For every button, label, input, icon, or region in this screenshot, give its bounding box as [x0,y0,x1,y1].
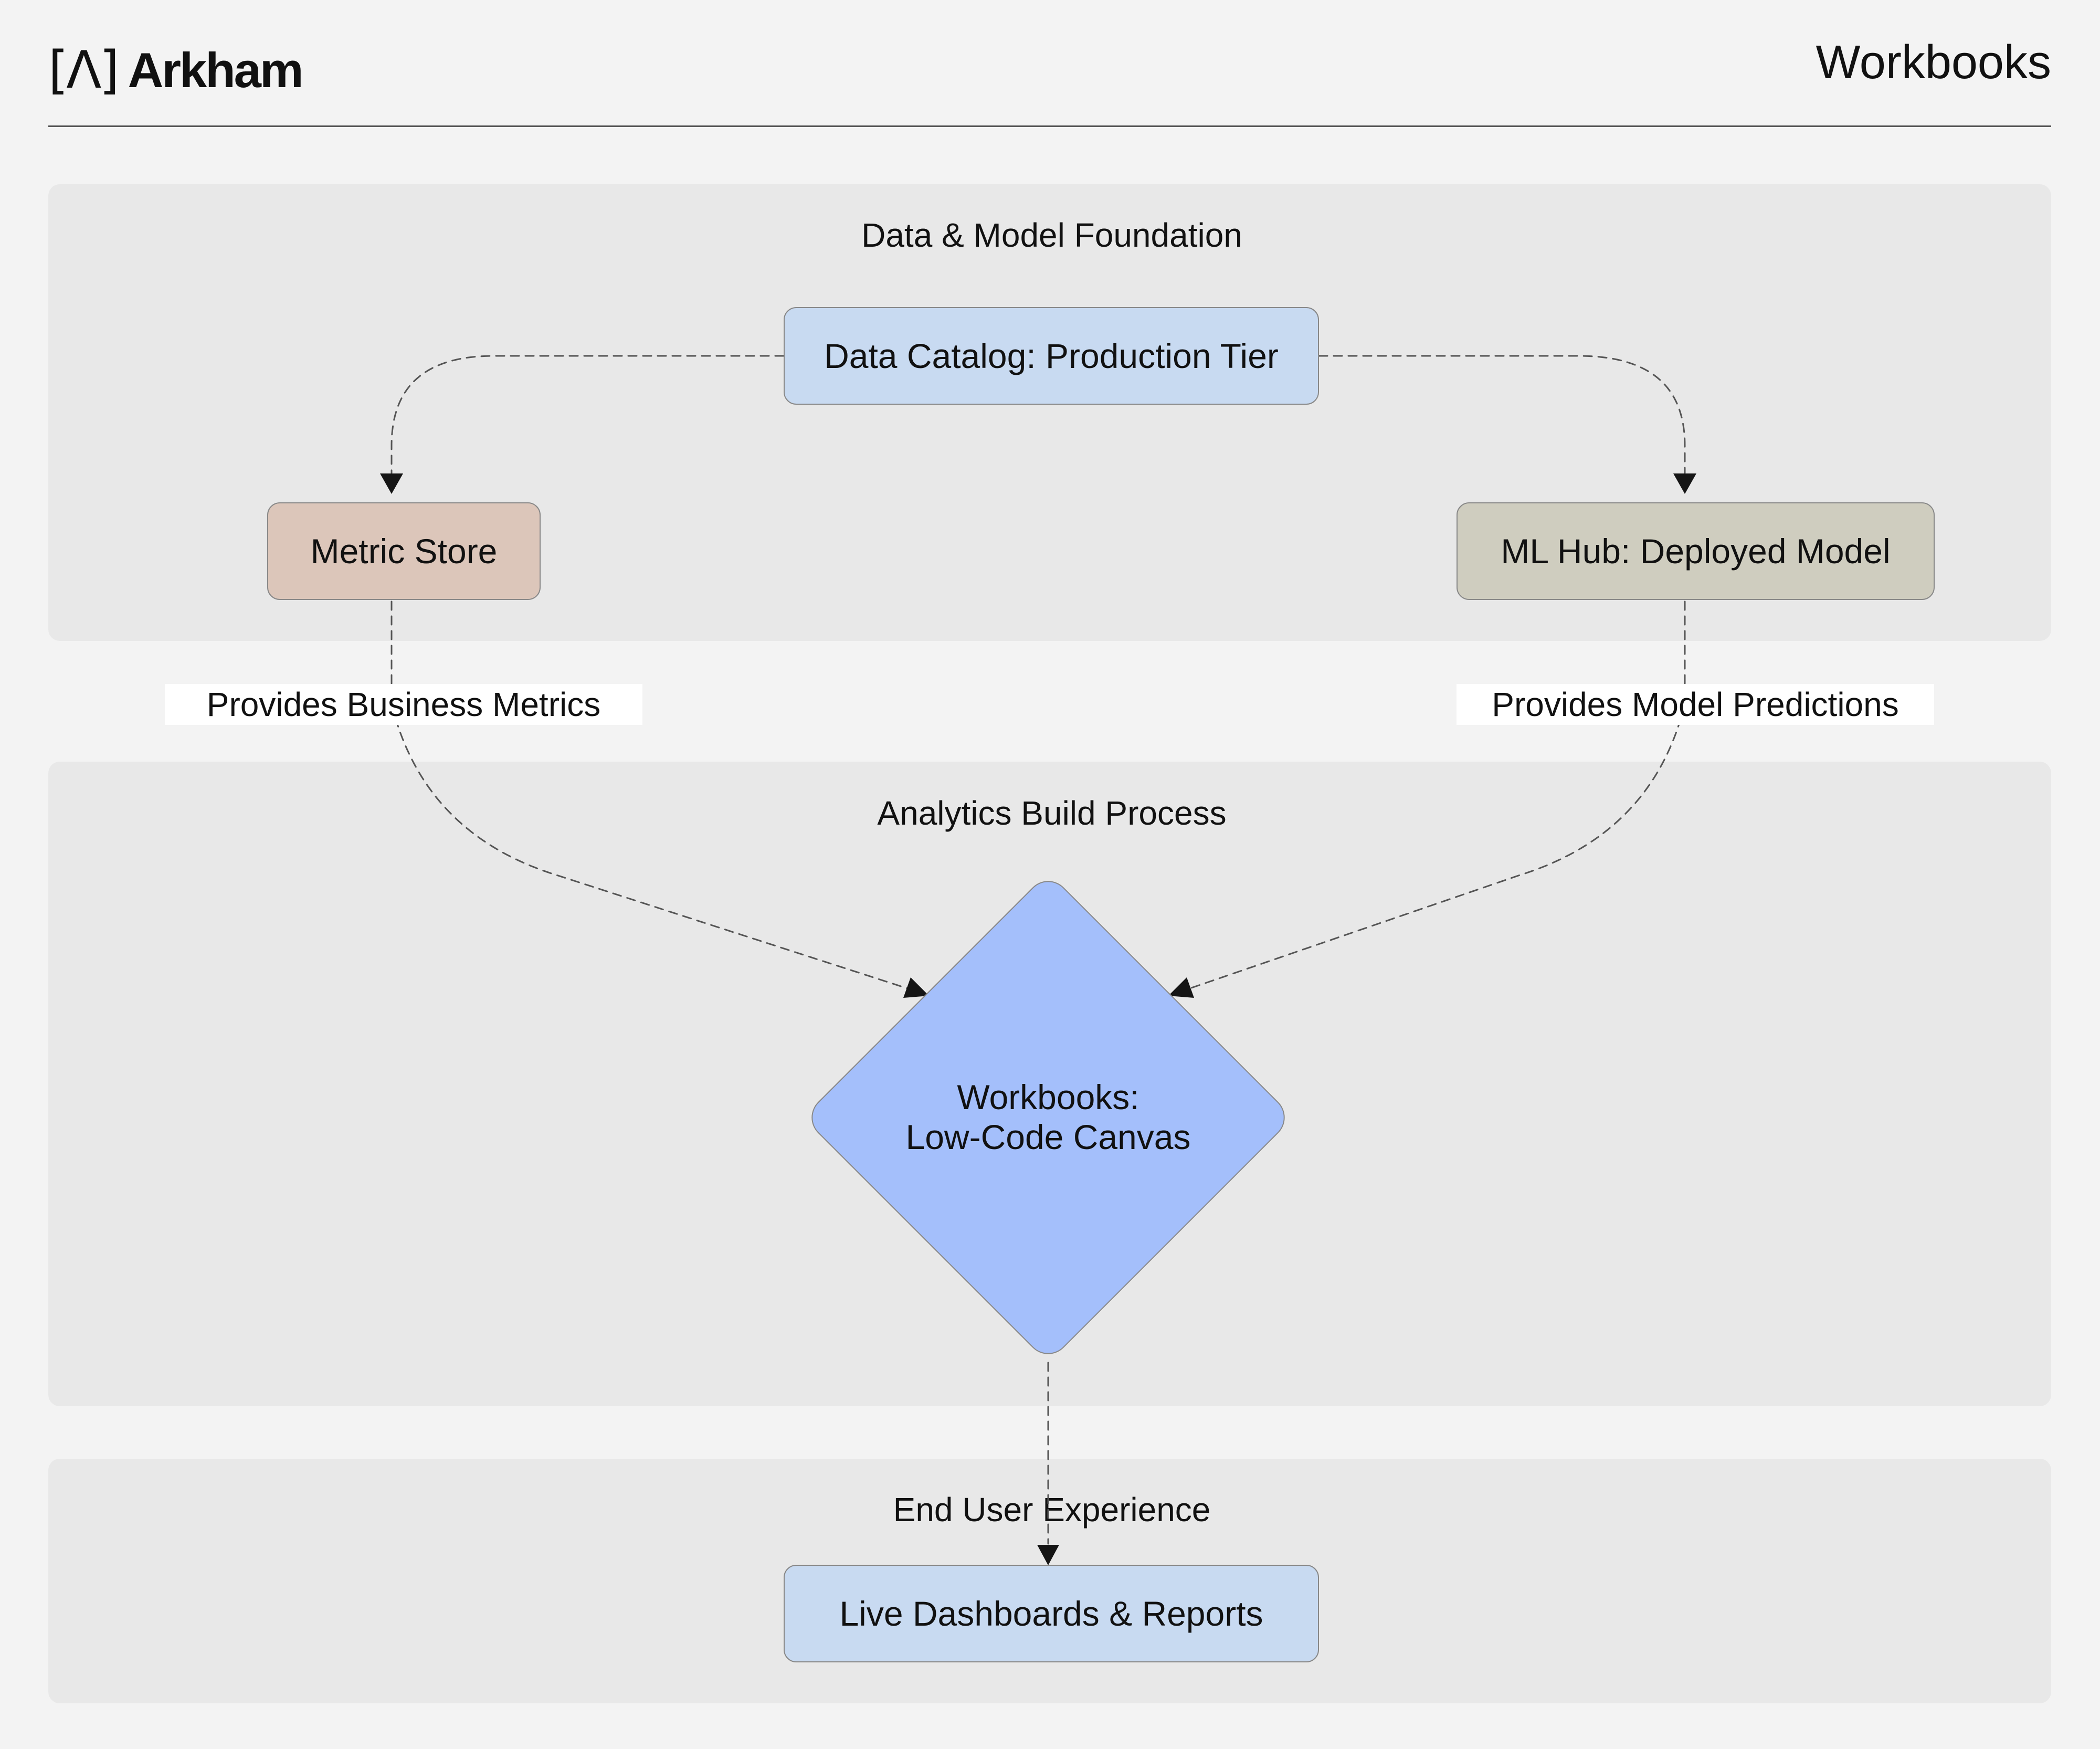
edge-metric-store-to-workbooks [391,600,910,990]
lambda-logo-icon: [Λ] [48,40,120,100]
header-divider [48,125,2051,127]
edge-catalog-to-metric-store [391,355,785,474]
edge-label-business-metrics: Provides Business Metrics [165,684,642,725]
node-live-dashboards[interactable]: Live Dashboards & Reports [784,1565,1319,1662]
arrowhead-to-metric-store [380,473,403,494]
workbooks-label-line-1: Workbooks: [957,1078,1139,1117]
diagram-canvas: Data & Model Foundation Analytics Build … [48,184,2051,1704]
stage-title-data-model-foundation: Data & Model Foundation [861,216,1242,254]
arrowhead-to-ml-hub [1673,473,1696,494]
node-metric-store[interactable]: Metric Store [267,502,541,600]
edge-label-model-predictions: Provides Model Predictions [1457,684,1934,725]
logo: [Λ] Arkham [48,34,304,107]
node-workbooks-canvas[interactable]: Workbooks: Low-Code Canvas [802,871,1294,1364]
page-title: Workbooks [1816,36,2051,89]
arrowhead-metric-to-workbooks [903,977,929,998]
node-ml-hub[interactable]: ML Hub: Deployed Model [1457,502,1935,600]
stage-title-analytics-build-process: Analytics Build Process [877,794,1227,832]
node-data-catalog[interactable]: Data Catalog: Production Tier [784,307,1319,405]
workbooks-label: Workbooks: Low-Code Canvas [880,1078,1216,1157]
workbooks-label-line-2: Low-Code Canvas [905,1118,1191,1156]
arrowhead-to-dashboards [1037,1545,1059,1565]
stage-title-end-user-experience: End User Experience [893,1491,1211,1529]
logo-wordmark: Arkham [128,43,304,98]
arrowhead-ml-to-workbooks [1168,977,1194,998]
edge-ml-hub-to-workbooks [1187,600,1686,990]
edge-catalog-to-ml-hub [1318,355,1686,474]
edge-layer [380,355,1696,1565]
header: [Λ] Arkham Workbooks [48,0,2051,126]
